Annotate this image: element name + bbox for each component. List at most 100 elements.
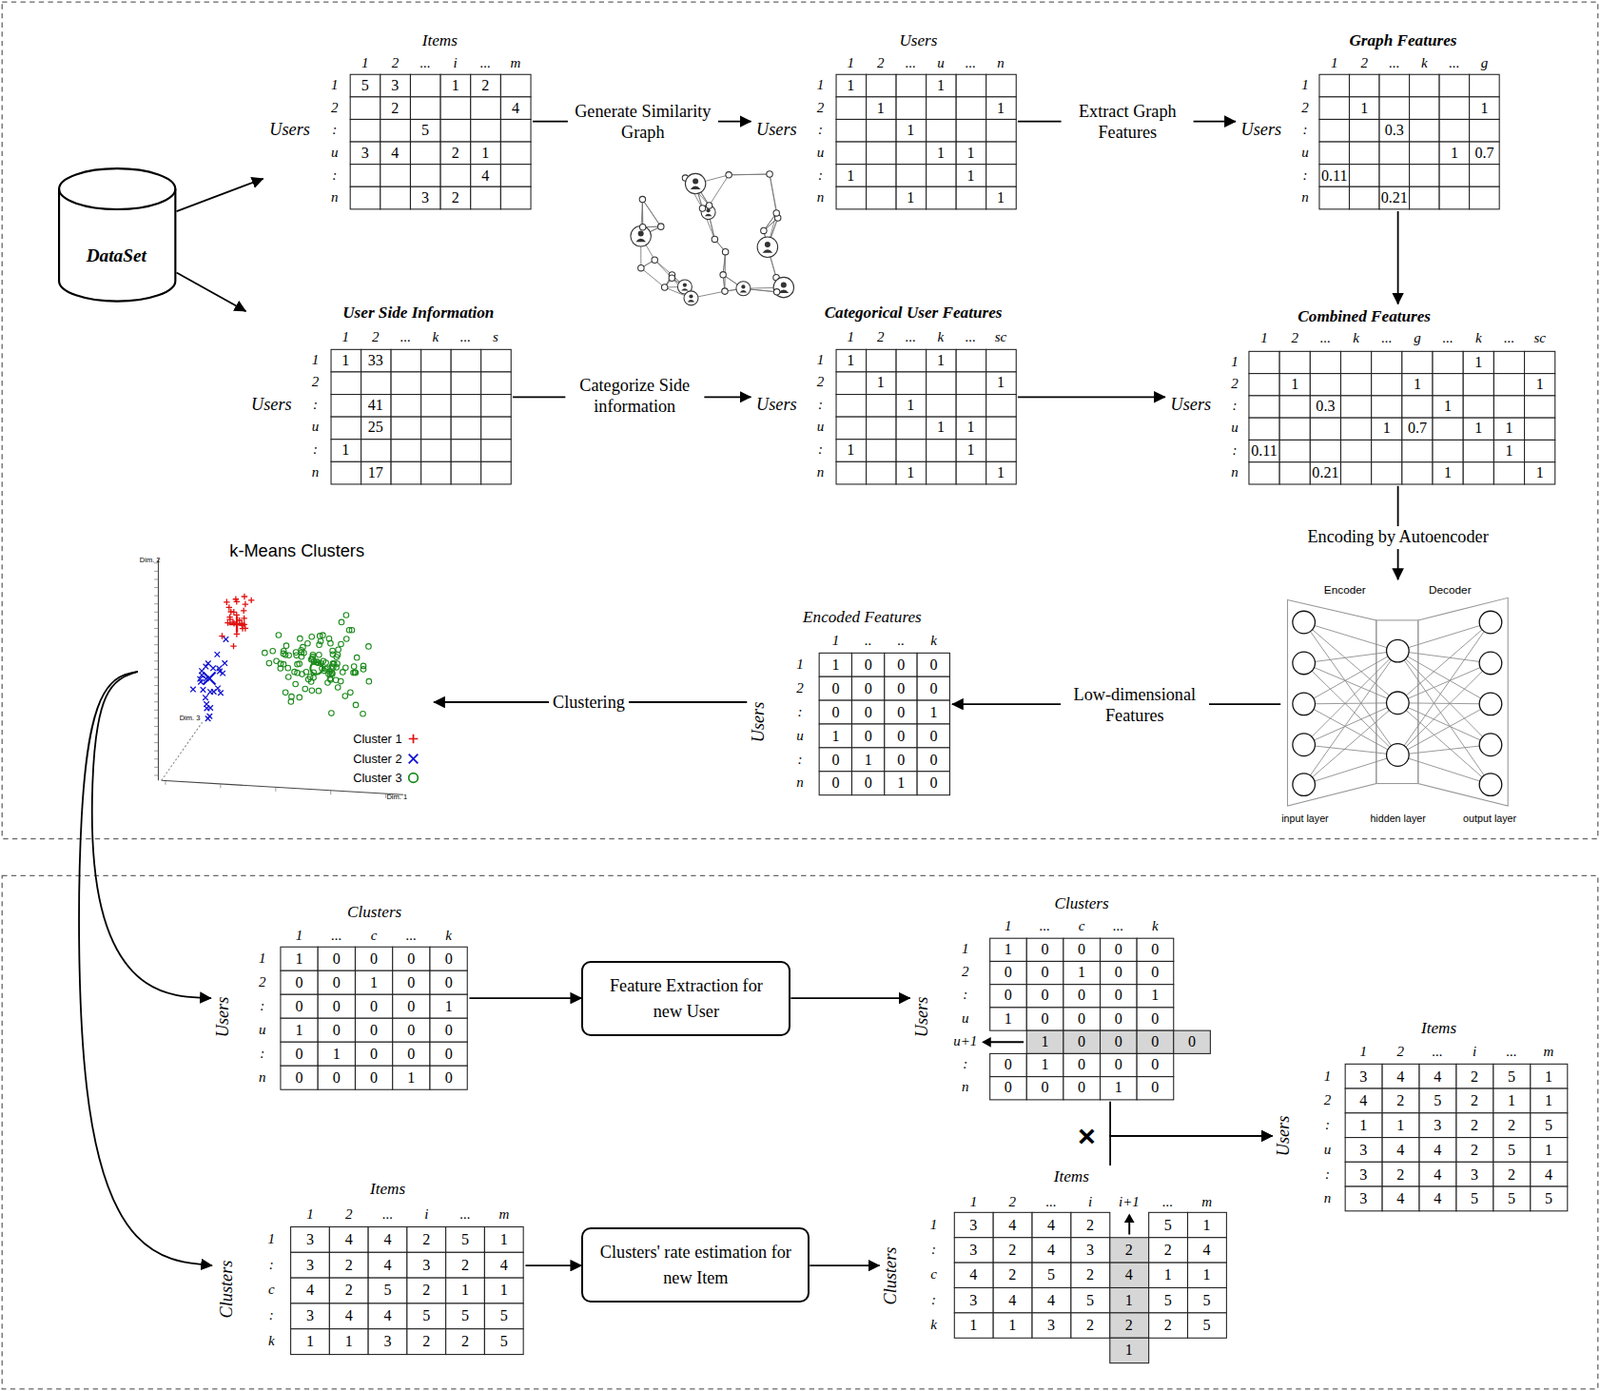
row-header: 1 [268, 1231, 276, 1247]
column-header: 1 [847, 56, 856, 71]
column-header: ... [1046, 1194, 1057, 1210]
column-header: i [424, 1207, 429, 1222]
table-cell: 1 [846, 442, 855, 458]
table-cell: 33 [368, 352, 384, 369]
table-cell: 1 [906, 122, 915, 138]
row-header: 2 [817, 375, 825, 391]
table-cell: 5 [500, 1333, 508, 1349]
table-cell: 3 [422, 1257, 430, 1273]
column-header: k [1475, 331, 1483, 347]
table-cell: 3 [1359, 1167, 1367, 1183]
column-header: 2 [1396, 1044, 1405, 1059]
legend-text: Cluster 3 [352, 770, 402, 785]
column-header: 2 [877, 331, 885, 346]
operator-symbol: × [1077, 1120, 1096, 1152]
row-header: : [269, 1257, 274, 1272]
table-cell: 1 [1040, 1034, 1049, 1050]
edge-label: Generate Similarity Graph [567, 100, 719, 145]
table-cell: 0.11 [1250, 443, 1278, 459]
column-header: u [936, 56, 945, 71]
box-text: Feature Extraction for new User [604, 973, 769, 1024]
table-cell: 0 [445, 1070, 453, 1086]
table-cell: 0 [295, 975, 304, 991]
edge-label: Extract Graph Features [1061, 100, 1194, 145]
box-text: Clusters' rate estimation for new Item [587, 1239, 804, 1290]
column-header: ... [1320, 331, 1331, 347]
table-cell: 0 [1077, 987, 1086, 1003]
row-header: 1 [1230, 354, 1239, 370]
table-cell: 3 [384, 1333, 392, 1349]
connector-arrow [1110, 1135, 1273, 1166]
table-cell: 0 [897, 751, 905, 767]
table-cell: 0 [1004, 964, 1013, 980]
table-cell: 0 [332, 1022, 341, 1038]
table-cell: 0 [1151, 941, 1159, 957]
row-header: n [258, 1070, 267, 1085]
table-cell: 0 [832, 775, 840, 791]
connector-arrow [468, 996, 582, 999]
table-cell: 3 [1047, 1317, 1055, 1333]
column-header: 2 [1361, 56, 1369, 71]
table-cell: 4 [306, 1282, 314, 1298]
column-header: ... [1039, 918, 1051, 934]
table-cell: 0 [1151, 1056, 1159, 1073]
table-cell: 0 [1077, 941, 1086, 957]
table-cell: 4 [390, 145, 399, 161]
row-header: : [1302, 123, 1308, 138]
table-cell: 2 [1507, 1167, 1516, 1183]
table-cell: 0 [1151, 1079, 1159, 1095]
row-header: : [312, 443, 318, 458]
column-header: g [1481, 56, 1489, 71]
column-header: ... [480, 56, 491, 71]
table-cell: 1 [1413, 376, 1422, 392]
axis-label: Users [251, 395, 293, 413]
heading: Categorical User Features [824, 305, 1003, 322]
table-cell: 1 [906, 465, 915, 481]
table-cell: 4 [1433, 1190, 1442, 1207]
table-cell: 4 [1396, 1069, 1405, 1085]
table-cell: 3 [361, 145, 370, 161]
column-header: ... [1112, 918, 1124, 934]
column-header: ... [400, 331, 411, 346]
row-header: 2 [331, 100, 339, 116]
column-header: g [1413, 331, 1422, 347]
table-cell: 0 [1114, 987, 1123, 1003]
table-cell: 1 [1474, 354, 1483, 371]
table-cell: 17 [368, 465, 384, 481]
connector-arrow [92, 671, 212, 998]
table-cell: 1 [451, 78, 460, 94]
table-cell: 2 [1470, 1117, 1479, 1133]
table-cell: 1 [500, 1282, 508, 1298]
table-outline [1165, 304, 1558, 487]
section-border [1, 875, 1599, 1389]
column-header: ... [460, 1207, 471, 1222]
database-label: DataSet [86, 247, 147, 266]
table-cell: 1 [332, 1046, 341, 1062]
edge-label: Low-dimensional Features [1060, 683, 1210, 728]
table-cell: 1 [1443, 398, 1452, 414]
row-header: n [817, 465, 825, 480]
column-header: ... [419, 56, 430, 71]
axis-label: Dim. 3 [179, 714, 201, 722]
table-cell: 2 [451, 190, 460, 206]
heading: Graph Features [1348, 32, 1457, 49]
column-header: k [930, 633, 937, 648]
table-cell: 1 [481, 145, 489, 161]
column-header: k [1421, 56, 1428, 71]
table-cell: 4 [481, 167, 489, 183]
column-header: .. [897, 633, 905, 648]
table-cell: 0 [864, 704, 873, 721]
table-cell: 4 [1047, 1242, 1055, 1258]
table-cell: 3 [421, 190, 430, 206]
row-header: u [331, 145, 339, 160]
table-cell: 0 [445, 1022, 453, 1038]
table-cell: 1 [996, 100, 1005, 117]
axis-label: Users [1274, 1115, 1292, 1157]
table-cell: 1 [1536, 376, 1544, 392]
table-cell: 0 [1040, 941, 1049, 957]
table-cell: 25 [368, 419, 384, 435]
table-cell: 5 [461, 1231, 469, 1248]
table-cell: 2 [1470, 1092, 1479, 1109]
table-cell: 1 [966, 145, 975, 161]
heading: Items [1421, 1020, 1457, 1037]
